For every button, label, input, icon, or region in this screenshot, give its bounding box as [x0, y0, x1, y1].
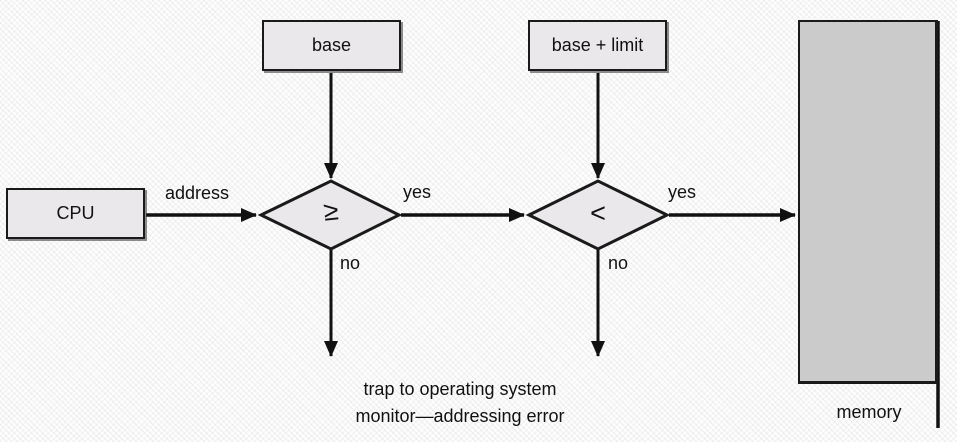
trap-caption: trap to operating system monitor—address… — [280, 376, 640, 430]
decision-diamond-lt — [525, 179, 671, 251]
base-plus-limit-register-label: base + limit — [551, 35, 644, 55]
address-edge-label: address — [164, 183, 230, 203]
base-register-node: base — [262, 20, 401, 71]
base-register-label: base — [311, 35, 352, 55]
no-edge-label-2: no — [608, 253, 629, 273]
trap-caption-line-2: monitor—addressing error — [355, 406, 565, 426]
cpu-node-label: CPU — [56, 203, 95, 223]
less-than-symbol: < — [590, 198, 606, 228]
trap-caption-line-1: trap to operating system — [363, 379, 557, 399]
yes-edge-label-2: yes — [668, 182, 697, 202]
memory-node — [798, 20, 938, 384]
memory-node-label: memory — [836, 402, 902, 422]
decision-diamond-ge — [257, 179, 403, 251]
no-edge-label-1: no — [340, 253, 361, 273]
base-plus-limit-register-node: base + limit — [528, 20, 667, 71]
cpu-node: CPU — [6, 188, 145, 239]
yes-edge-label-1: yes — [403, 182, 432, 202]
